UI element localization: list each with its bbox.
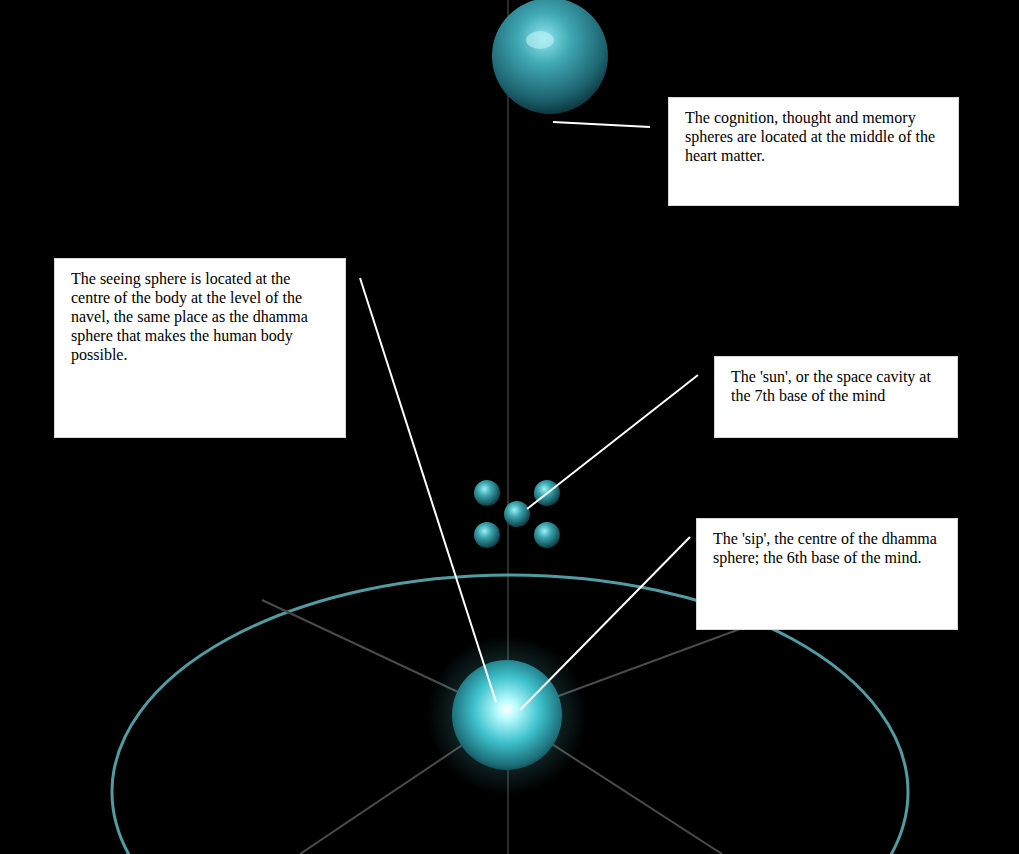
callout-text: The cognition, thought and memory sphere… bbox=[685, 108, 944, 165]
leader-lines bbox=[360, 122, 698, 710]
callout-text: The 'sip', the centre of the dhamma sphe… bbox=[713, 529, 943, 567]
callout-box: The 'sip', the centre of the dhamma sphe… bbox=[696, 518, 958, 630]
glow bbox=[427, 635, 587, 795]
ring-spokes bbox=[262, 600, 786, 854]
callout-box: The seeing sphere is located at the cent… bbox=[54, 258, 346, 438]
small-spheres bbox=[474, 480, 560, 548]
callout-text: The seeing sphere is located at the cent… bbox=[71, 269, 331, 364]
callout-box: The 'sun', or the space cavity at the 7t… bbox=[714, 356, 958, 438]
callout-box: The cognition, thought and memory sphere… bbox=[668, 97, 959, 206]
callout-text: The 'sun', or the space cavity at the 7t… bbox=[731, 367, 943, 405]
dhamma-sphere bbox=[452, 660, 562, 770]
heart-sphere bbox=[492, 0, 608, 114]
highlight bbox=[526, 31, 554, 49]
